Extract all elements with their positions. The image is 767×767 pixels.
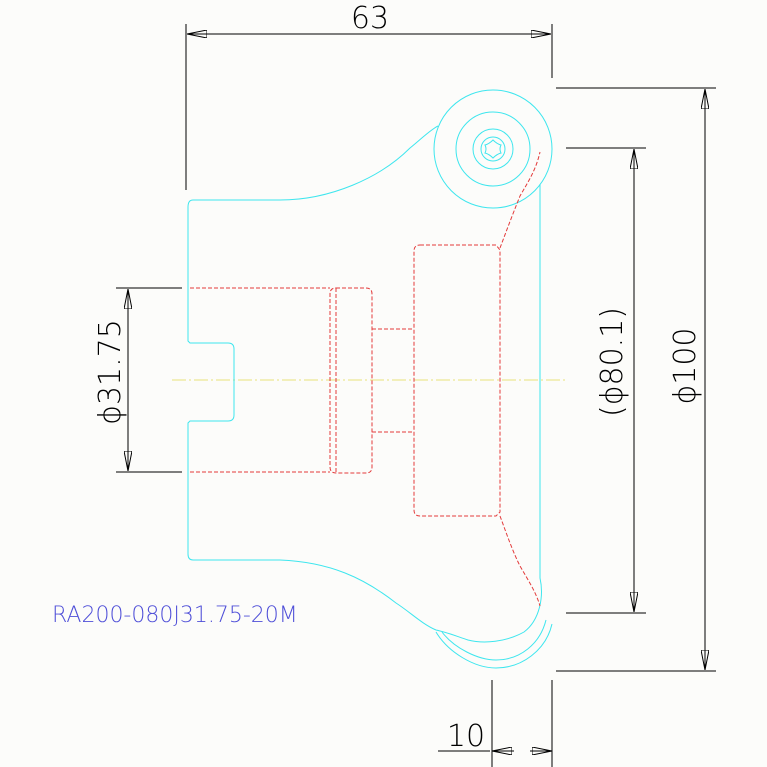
taper-hidden-bottom	[499, 515, 541, 607]
part-number-label: RA200-080J31.75-20M	[52, 603, 298, 628]
outer-flange-hidden	[413, 244, 501, 517]
dim-text-reference-diameter: (ϕ80.1)	[595, 307, 630, 417]
part-outline	[187, 89, 553, 669]
bottom-hub-arc-inner	[441, 619, 547, 661]
dim-text-overall-length: 63	[351, 1, 389, 36]
top-pin-outer	[472, 128, 514, 170]
dim-text-outer-diameter: ϕ100	[668, 327, 703, 404]
dim-text-bore-diameter: ϕ31.75	[93, 319, 128, 425]
dim-text-flange-thickness: 10	[447, 719, 485, 754]
torx-socket-icon	[484, 139, 502, 159]
bottom-hub-arc-outer	[435, 623, 553, 669]
top-pin-inner	[480, 136, 506, 162]
taper-hidden-top	[499, 151, 541, 249]
top-hub-circle-inner	[455, 111, 531, 187]
top-hub-circle-outer	[433, 89, 553, 209]
hidden-lines	[190, 151, 541, 607]
main-body-outline	[187, 125, 542, 643]
dimension-lines	[116, 24, 716, 767]
inner-flange-hidden	[329, 287, 373, 474]
